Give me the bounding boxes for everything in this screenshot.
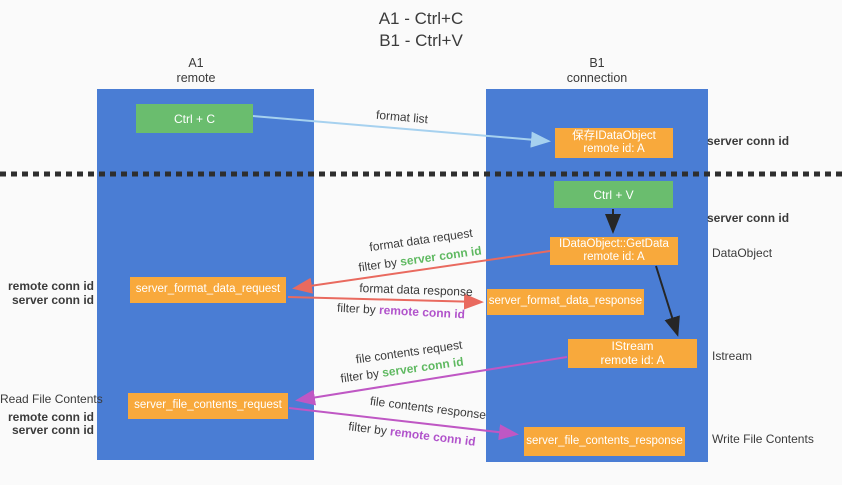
format-data-response-arrow (287, 293, 484, 310)
server-format-data-response-node: server_format_data_response (487, 289, 644, 315)
lane-header-b1: B1 connection (517, 56, 677, 86)
save-dataobject-line1: 保存IDataObject (572, 129, 656, 142)
diagram-title: A1 - Ctrl+C B1 - Ctrl+V (0, 8, 842, 52)
title-line-b1: B1 - Ctrl+V (379, 31, 463, 50)
istream-node: IStream remote id: A (568, 339, 697, 368)
server-file-contents-request-label: server_file_contents_request (134, 399, 282, 412)
server-file-contents-request-node: server_file_contents_request (128, 393, 288, 419)
remote-conn-id-left-1-label: remote conn id (7, 279, 94, 293)
lane-b1-title: B1 (589, 56, 605, 70)
server-file-contents-response-label: server_file_contents_response (526, 434, 683, 447)
read-file-contents-label: Read File Contents (0, 392, 103, 406)
server-file-contents-response-node: server_file_contents_response (524, 427, 685, 456)
istream-line1: IStream (611, 339, 654, 353)
getdata-line1: IDataObject::GetData (559, 237, 669, 250)
lane-a1-title: A1 (188, 56, 204, 70)
ctrl-v-node: Ctrl + V (554, 181, 673, 208)
getdata-to-istream-arrow (655, 265, 680, 337)
getdata-line2: remote id: A (583, 251, 645, 263)
format-data-request-arrow (292, 250, 551, 294)
write-file-contents-label: Write File Contents (712, 432, 814, 446)
server-conn-id-left-1-label: server conn id (11, 293, 94, 307)
file-contents-request-arrow (295, 356, 568, 406)
server-format-data-request-node: server_format_data_request (130, 277, 286, 303)
server-conn-id-right-top-label: server conn id (707, 134, 790, 148)
getdata-node: IDataObject::GetData remote id: A (550, 237, 678, 265)
remote-conn-id-left-2-label: remote conn id (7, 410, 94, 424)
lane-b1-subtitle: connection (566, 71, 628, 85)
lane-header-a1: A1 remote (116, 56, 276, 86)
istream-side-label: Istream (712, 349, 753, 363)
ctrl-c-label: Ctrl + C (173, 111, 215, 126)
title-line-a1: A1 - Ctrl+C (378, 9, 464, 28)
server-conn-id-left-2-label: server conn id (11, 423, 94, 437)
istream-line2: remote id: A (600, 352, 665, 367)
lane-a1-subtitle: remote (176, 71, 216, 85)
ctrl-c-node: Ctrl + C (136, 104, 253, 133)
save-dataobject-node: 保存IDataObject remote id: A (555, 128, 673, 158)
filter-by-text: filter by (336, 300, 380, 317)
server-format-data-request-label: server_format_data_request (135, 283, 281, 296)
server-format-data-response-label: server_format_data_response (488, 295, 643, 308)
dataobject-side-label: DataObject (712, 246, 773, 260)
ctrl-v-label: Ctrl + V (593, 187, 634, 202)
save-dataobject-line2: remote id: A (583, 143, 645, 155)
server-conn-id-right-mid-label: server conn id (707, 211, 790, 225)
file-contents-response-arrow (288, 407, 519, 441)
format-list-arrow (252, 115, 551, 148)
